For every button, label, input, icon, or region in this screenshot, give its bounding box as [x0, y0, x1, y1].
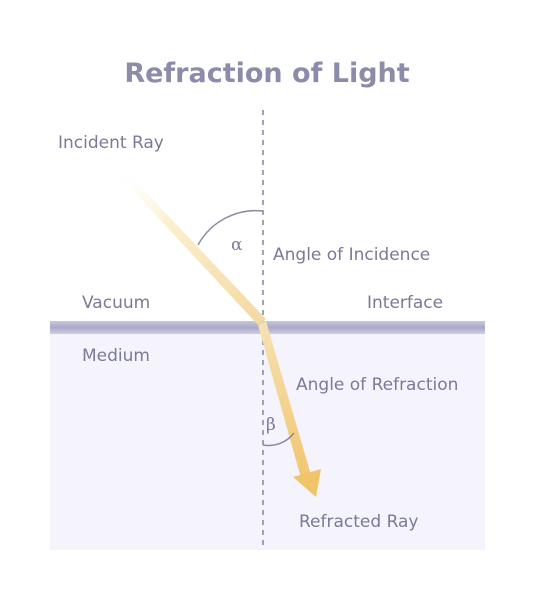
refracted-ray-label: Refracted Ray [299, 512, 418, 532]
interface-label: Interface [367, 293, 443, 313]
angle-of-incidence-label: Angle of Incidence [273, 245, 430, 265]
angle-of-refraction-arc [262, 432, 295, 447]
medium-region [50, 328, 485, 550]
medium-label: Medium [82, 346, 150, 366]
refracted-ray-arrowhead [293, 469, 321, 497]
alpha-symbol: α [231, 235, 243, 255]
incident-ray-label: Incident Ray [58, 133, 164, 153]
incident-ray [110, 162, 266, 325]
beta-symbol: β [266, 415, 276, 435]
vacuum-label: Vacuum [82, 293, 150, 313]
angle-of-incidence-arc [197, 209, 264, 246]
refracted-ray [258, 321, 311, 478]
angle-of-refraction-label: Angle of Refraction [296, 375, 458, 395]
diagram-title: Refraction of Light [124, 58, 409, 89]
